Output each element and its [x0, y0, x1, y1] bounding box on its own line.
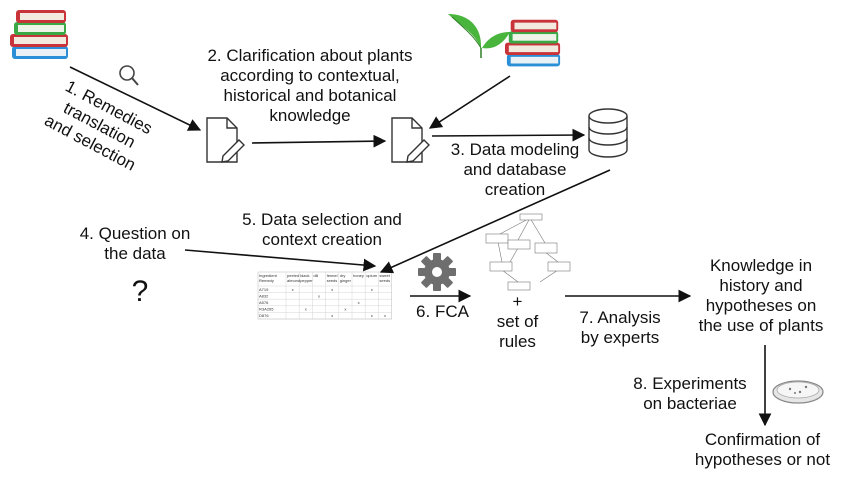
table-header-cell: Remedy — [259, 278, 274, 283]
step6-label: 6. FCA — [416, 302, 469, 321]
confirmation-line1: Confirmation of — [704, 430, 821, 449]
step4-line1: 4. Question on — [79, 224, 191, 243]
table-header-cell: Ingredient — [259, 273, 278, 278]
step3-line3: creation — [484, 180, 546, 199]
table-row-label: A719 — [259, 287, 269, 292]
arrow-doc2-to-db — [431, 128, 586, 142]
table-mark: x — [371, 287, 373, 292]
arrow-doc1-to-doc2 — [251, 134, 387, 148]
table-header-cell: honey — [353, 273, 364, 278]
step7-label: 7. Analysis by experts — [565, 308, 675, 348]
step7-line2: by experts — [580, 328, 660, 347]
step2-line1: 2. Clarification about plants — [207, 46, 413, 65]
step8-line1: 8. Experiments — [633, 374, 747, 393]
data-table: IngredientRemedypeeledalmondblackpepperd… — [257, 271, 392, 320]
petri-dish-icon — [772, 380, 824, 404]
table-header-cell: peeled — [287, 273, 299, 278]
database-icon — [588, 108, 628, 158]
knowledge-line3: hypotheses on — [705, 296, 817, 315]
rules-plus: + — [512, 292, 523, 311]
table-header-cell: seeds — [379, 278, 390, 283]
table-header-cell: ginger — [340, 278, 352, 283]
step2-line4: knowledge — [269, 106, 351, 125]
table-mark: x — [305, 307, 307, 312]
rules-line2: rules — [499, 332, 536, 351]
table-mark: x — [371, 313, 373, 318]
knowledge-line1: Knowledge in — [709, 256, 813, 275]
gear-icon — [418, 253, 456, 291]
arrow-db-to-table — [379, 169, 611, 274]
confirmation-line2: hypotheses or not — [694, 450, 831, 469]
books-icon — [10, 10, 68, 59]
step3-label: 3. Data modeling and database creation — [430, 140, 600, 200]
step4-label: 4. Question on the data — [60, 224, 210, 264]
table-header-cell: black — [300, 273, 309, 278]
table-header-cell: pepper — [300, 278, 313, 283]
step2-label: 2. Clarification about plants according … — [180, 46, 440, 126]
table-mark: x — [344, 307, 346, 312]
knowledge-line2: history and — [719, 276, 803, 295]
step5-line2: context creation — [261, 230, 382, 249]
step3-line2: and database — [463, 160, 567, 179]
table-mark: x — [358, 300, 360, 305]
table-header-cell: seeds — [327, 278, 338, 283]
step3-line1: 3. Data modeling — [450, 140, 580, 159]
arrow-books2-to-doc2 — [428, 75, 511, 129]
step8-label: 8. Experiments on bacteriae — [620, 374, 760, 414]
rules-label: + set of rules — [480, 292, 555, 352]
question-mark: ? — [131, 275, 149, 308]
table-header-cell: fennel — [327, 273, 338, 278]
document-edit-icon — [206, 117, 245, 163]
step7-line1: 7. Analysis — [579, 308, 661, 327]
arrow-question-to-table — [184, 249, 377, 272]
step5-label: 5. Data selection and context creation — [232, 210, 412, 250]
lattice-graph — [485, 213, 571, 291]
table-header-cell: dill — [313, 273, 318, 278]
knowledge-label: Knowledge in history and hypotheses on t… — [686, 256, 836, 336]
confirmation-label: Confirmation of hypotheses or not — [685, 430, 840, 470]
table-header-cell: almond — [287, 278, 300, 283]
leaf-icon — [448, 14, 510, 58]
magnifier-icon — [119, 65, 139, 86]
table-header-cell: opium — [366, 273, 378, 278]
arrows — [69, 66, 772, 427]
step5-line1: 5. Data selection and — [242, 210, 402, 229]
table-mark: x — [318, 293, 320, 298]
arrow-books-to-doc1 — [69, 66, 202, 131]
table-row-label: D876 — [259, 313, 269, 318]
table-header-cell: dry — [340, 273, 346, 278]
table-frame — [257, 271, 392, 320]
books-icon — [505, 19, 561, 67]
step2-line3: historical and botanical — [223, 86, 397, 105]
table-mark: x — [384, 313, 386, 318]
table-mark: x — [292, 287, 294, 292]
table-row-label: A576 — [259, 300, 269, 305]
table-row-label: R3A265 — [259, 307, 274, 312]
step2-line2: according to contextual, — [220, 66, 400, 85]
rules-line1: set of — [496, 312, 539, 331]
step8-line2: on bacteriae — [643, 394, 737, 413]
table-row-label: A832 — [259, 293, 269, 298]
document-edit-icon — [391, 117, 430, 163]
table-mark: x — [331, 287, 333, 292]
step4-line2: the data — [104, 244, 166, 263]
table-header-cell: sweet — [379, 273, 390, 278]
knowledge-line4: the use of plants — [698, 316, 824, 335]
table-mark: x — [331, 313, 333, 318]
